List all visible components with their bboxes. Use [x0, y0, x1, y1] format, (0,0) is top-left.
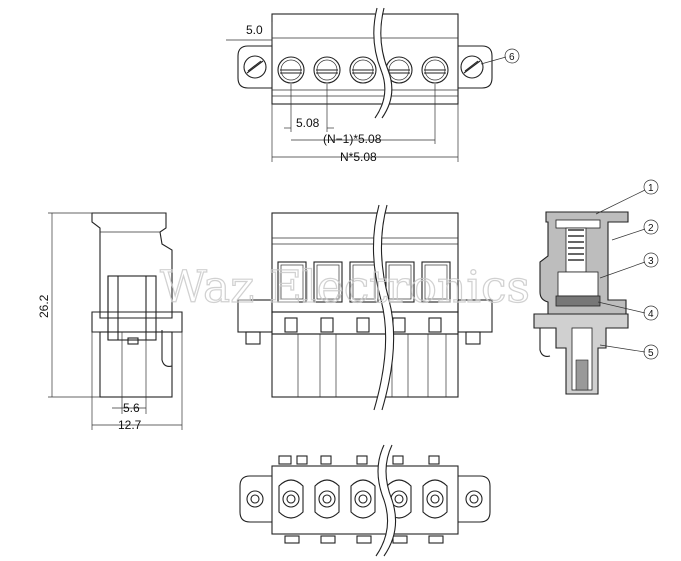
callout-3: 3 — [599, 252, 659, 279]
dim-width-small: 5.6 — [123, 401, 140, 415]
pin-holes — [278, 479, 448, 519]
dim-pitch: 5.08 — [296, 116, 320, 130]
svg-text:3: 3 — [648, 256, 654, 267]
callout-5: 5 — [599, 344, 659, 360]
svg-text:2: 2 — [648, 223, 654, 234]
callout-4: 4 — [597, 301, 659, 321]
dim-top-margin: 5.0 — [246, 23, 263, 37]
terminal-screws-top — [277, 56, 449, 84]
svg-text:1: 1 — [648, 183, 654, 194]
dim-n-minus-1: (N−1)*5.08 — [323, 132, 382, 146]
watermark: Waz Electronics — [160, 262, 530, 313]
svg-text:5: 5 — [648, 348, 654, 359]
top-view: 5.0 5.08 (N−1)*5.08 N*5.08 6 — [226, 7, 520, 164]
side-view: 26.2 5.6 12.7 — [37, 212, 183, 432]
dim-width-total: 12.7 — [118, 418, 142, 432]
callout-6: 6 — [509, 52, 515, 63]
flange-screw-right — [460, 55, 484, 79]
svg-text:4: 4 — [648, 309, 654, 320]
dim-height: 26.2 — [37, 294, 51, 318]
section-view: 1 2 3 4 5 — [533, 179, 659, 395]
callout-2: 2 — [611, 219, 659, 241]
dim-total: N*5.08 — [340, 150, 377, 164]
front-view — [237, 203, 493, 412]
flange-screw-left — [243, 55, 267, 79]
callout-1: 1 — [595, 179, 659, 215]
bottom-view — [239, 443, 491, 559]
